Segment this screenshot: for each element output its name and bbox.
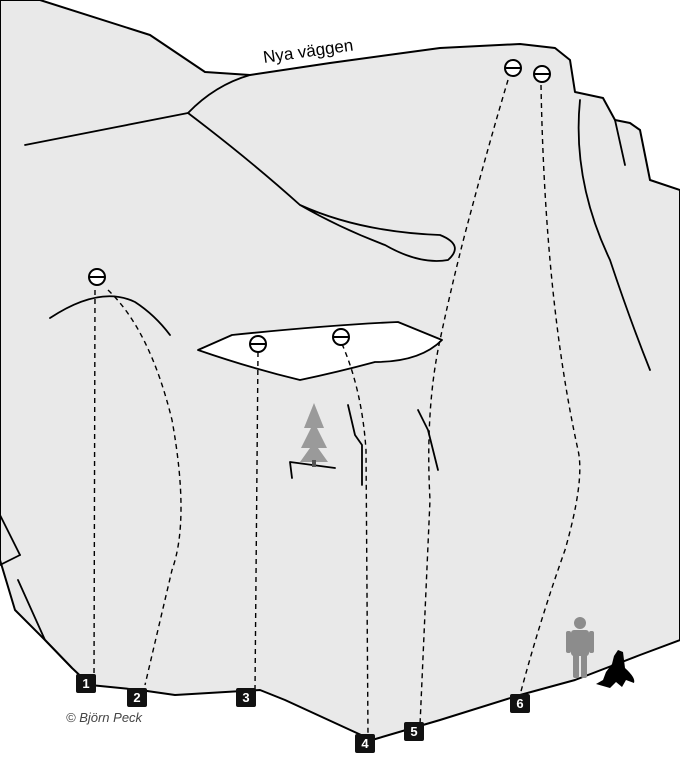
tree-stump-icon bbox=[596, 650, 635, 688]
route-number: 2 bbox=[133, 690, 140, 705]
copyright-label: © Björn Peck bbox=[66, 710, 144, 725]
route-number: 5 bbox=[410, 724, 417, 739]
crack-diagonal bbox=[187, 112, 456, 262]
route-badge-6: 6 bbox=[510, 694, 530, 713]
left-edge-2 bbox=[0, 554, 21, 566]
route-badge-2: 2 bbox=[127, 688, 147, 707]
lowering-anchor-icon bbox=[533, 65, 551, 83]
route-line-4 bbox=[341, 343, 369, 736]
route-badge-1: 1 bbox=[76, 674, 96, 693]
route-line-6 bbox=[519, 84, 581, 696]
route-line-2 bbox=[107, 289, 182, 686]
route-badge-4: 4 bbox=[355, 734, 375, 753]
route-number: 4 bbox=[361, 736, 369, 751]
arch-left bbox=[49, 295, 171, 336]
route-number: 1 bbox=[82, 676, 89, 691]
route-line-1 bbox=[93, 289, 96, 681]
route-number: 3 bbox=[242, 690, 249, 705]
lowering-anchor-icon bbox=[88, 268, 106, 286]
person-silhouette-icon bbox=[566, 617, 594, 678]
lowering-anchor-icon bbox=[504, 59, 522, 77]
corner-right-2 bbox=[614, 119, 626, 166]
route-line-3 bbox=[254, 351, 259, 691]
crack-route5 bbox=[417, 409, 439, 471]
route-badge-3: 3 bbox=[236, 688, 256, 707]
corner-right-1 bbox=[577, 99, 651, 371]
lowering-anchor-icon bbox=[332, 328, 350, 346]
tree-icon bbox=[289, 403, 336, 479]
route-number: 6 bbox=[516, 696, 523, 711]
route-line-5 bbox=[419, 79, 509, 726]
route-badge-5: 5 bbox=[404, 722, 424, 741]
crack-route4 bbox=[347, 404, 363, 486]
left-edge-1 bbox=[0, 514, 21, 556]
lowering-anchor-icon bbox=[249, 335, 267, 353]
left-edge-3 bbox=[17, 579, 73, 669]
